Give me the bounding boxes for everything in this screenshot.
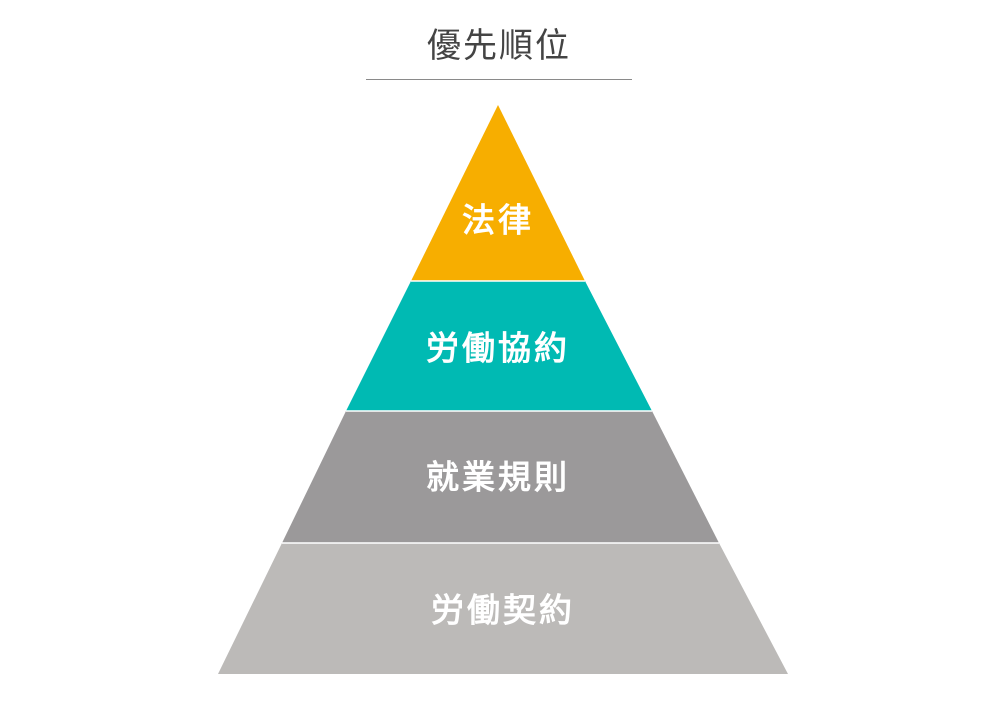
tier-label-labor-contract: 労働契約	[431, 591, 575, 630]
tier-shape-work-rules	[282, 411, 719, 543]
tier-label-law: 法律	[462, 201, 534, 240]
diagram-title: 優先順位	[427, 26, 571, 66]
tier-label-work-rules: 就業規則	[426, 458, 570, 497]
tier-shape-labor-contract	[218, 543, 788, 674]
tier-label-labor-agreement: 労働協約	[426, 329, 570, 368]
title-underline	[366, 79, 632, 80]
tier-shape-labor-agreement	[346, 281, 652, 411]
tier-shape-law	[411, 105, 585, 281]
